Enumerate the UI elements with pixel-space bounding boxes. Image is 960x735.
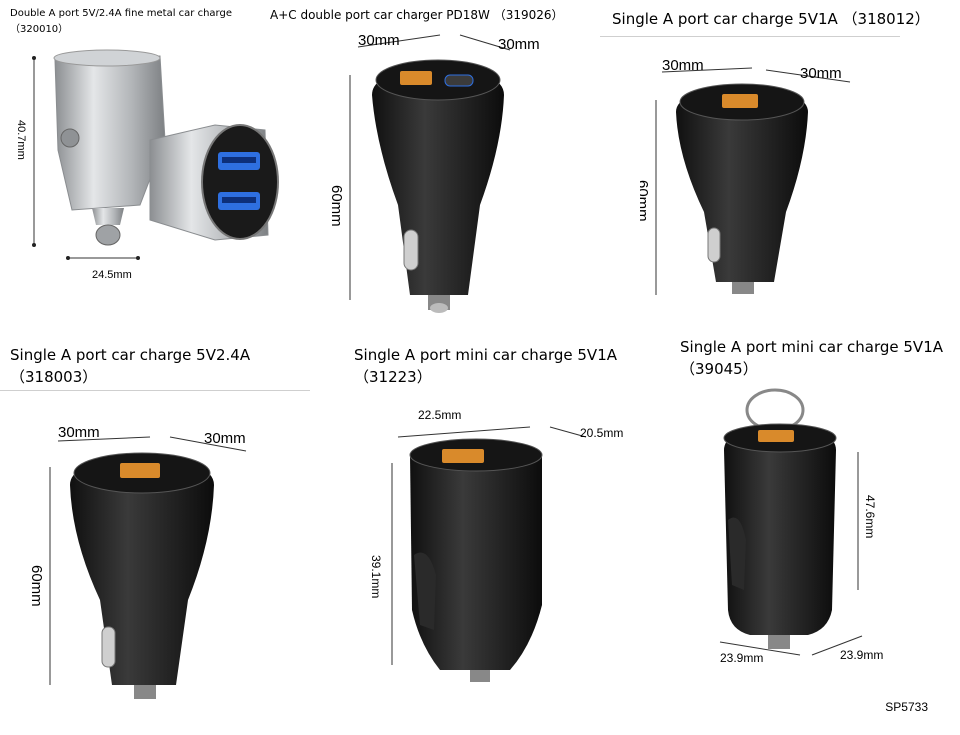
svg-text:30mm: 30mm [800, 65, 842, 82]
svg-text:23.9mm: 23.9mm [840, 648, 883, 662]
product-image-metal-charger: 40.7mm 24.5mm [15, 49, 279, 281]
footer-code: SP5733 [885, 700, 928, 714]
product-image-mini-31223: 22.5mm 20.5mm 39.1mm [369, 408, 623, 682]
product-card-31223: Single A port mini car charge 5V1A （3122… [320, 340, 640, 700]
product-image-5v1a-charger: 30mm 30mm 60mm [640, 57, 851, 295]
product-image-mini-39045: 47.6mm 23.9mm 23.9mm [719, 388, 883, 665]
product-title: Single A port car charge 5V2.4A （318003） [10, 346, 251, 386]
svg-text:30mm: 30mm [662, 57, 704, 74]
svg-text:22.5mm: 22.5mm [418, 408, 461, 422]
title-divider [0, 390, 310, 391]
product-title: Single A port car charge 5V1A （318012） [612, 10, 930, 28]
svg-text:47.6mm: 47.6mm [863, 495, 877, 538]
dim-height-label: 40.7mm [15, 120, 27, 160]
product-title: Single A port mini car charge 5V1A （3904… [680, 338, 943, 378]
svg-text:39.1mm: 39.1mm [369, 555, 383, 598]
product-title: A+C double port car charger PD18W （31902… [270, 8, 564, 22]
svg-text:60mm: 60mm [328, 185, 345, 227]
product-card-320010: Double A port 5V/2.4A fine metal car cha… [0, 0, 320, 360]
svg-text:30mm: 30mm [58, 424, 100, 441]
dim-width-label: 24.5mm [92, 269, 132, 281]
svg-text:60mm: 60mm [640, 180, 651, 222]
title-divider [600, 36, 900, 37]
product-card-319026: A+C double port car charger PD18W （31902… [270, 0, 640, 360]
svg-text:20.5mm: 20.5mm [580, 426, 623, 440]
product-title: Double A port 5V/2.4A fine metal car cha… [10, 8, 232, 35]
product-card-318003: Single A port car charge 5V2.4A （318003）… [0, 340, 320, 700]
svg-text:60mm: 60mm [28, 565, 45, 607]
svg-text:30mm: 30mm [358, 32, 400, 49]
svg-text:30mm: 30mm [498, 36, 540, 53]
product-title: Single A port mini car charge 5V1A （3122… [354, 346, 617, 386]
product-image-pd18w-charger: 30mm 30mm 60mm [328, 32, 540, 313]
svg-text:30mm: 30mm [204, 430, 246, 447]
product-card-39045: Single A port mini car charge 5V1A （3904… [640, 330, 960, 690]
product-image-5v2-4a-charger: 30mm 30mm 60mm [28, 424, 247, 699]
svg-text:23.9mm: 23.9mm [720, 651, 763, 665]
product-card-318012: Single A port car charge 5V1A （318012） 3… [600, 0, 960, 360]
